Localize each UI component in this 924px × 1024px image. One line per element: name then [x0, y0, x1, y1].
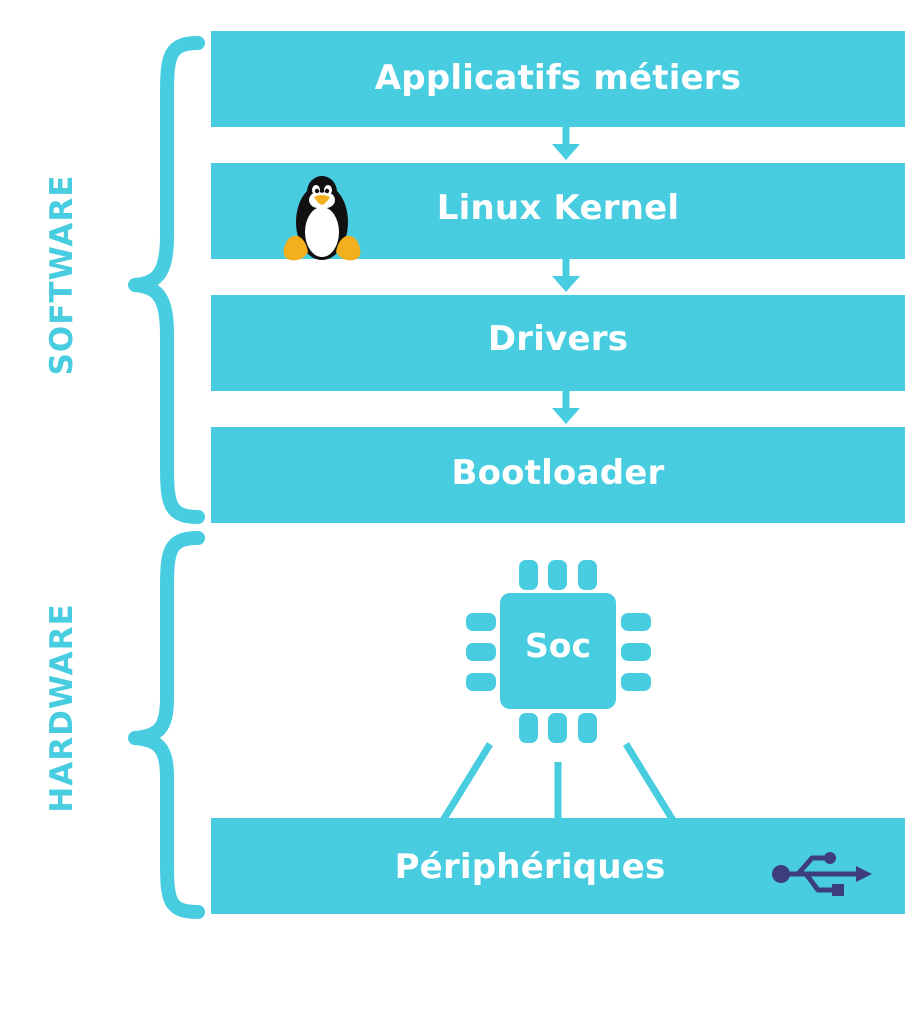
chip-pin — [548, 713, 567, 743]
chip-pin — [621, 613, 651, 631]
hardware-brace — [128, 531, 205, 919]
arrow-down-icon — [552, 259, 580, 292]
chip-pin — [621, 643, 651, 661]
chip-pin — [466, 643, 496, 661]
arrow-down-icon — [552, 127, 580, 160]
software-label: SOFTWARE — [44, 174, 80, 376]
layer-drivers: Drivers — [211, 295, 905, 391]
layer-peripheriques-label: Périphériques — [394, 847, 666, 887]
layer-drivers-label: Drivers — [487, 319, 629, 359]
layer-applicatifs-label: Applicatifs métiers — [374, 57, 742, 98]
chip-pin — [519, 713, 538, 743]
soc-label: Soc — [525, 625, 591, 665]
chip-pin — [578, 713, 597, 743]
layer-kernel-label: Linux Kernel — [436, 188, 680, 228]
layer-applicatifs: Applicatifs métiers — [211, 31, 905, 127]
chip-pin — [621, 673, 651, 691]
soc-chip — [500, 593, 616, 709]
chip-pin — [578, 560, 597, 590]
layer-bootloader: Bootloader — [211, 427, 905, 523]
chip-pin — [466, 673, 496, 691]
arrow-down-icon — [552, 391, 580, 424]
connector-lines — [439, 742, 677, 822]
chip-pin — [548, 560, 567, 590]
tux-penguin-icon — [283, 176, 361, 261]
hardware-label: HARDWARE — [44, 603, 80, 813]
usb-icon — [772, 852, 872, 896]
chip-pin — [466, 613, 496, 631]
layer-bootloader-label: Bootloader — [451, 453, 665, 493]
layer-peripheriques: Périphériques — [211, 818, 905, 914]
software-brace — [128, 36, 205, 524]
chip-pin — [519, 560, 538, 590]
